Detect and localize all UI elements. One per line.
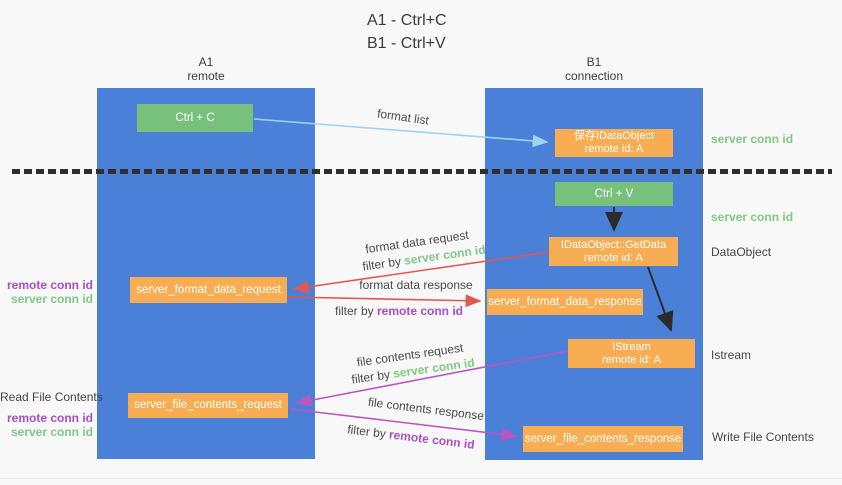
label-remote-conn-id-left-1: remote conn id <box>6 278 93 292</box>
bottom-edge-line <box>0 478 842 479</box>
node-idataobject-getdata-line1: IDataObject::GetData <box>560 238 667 251</box>
node-save-idataobject-line1: 保存IDataObject <box>573 130 655 142</box>
node-server-format-data-request: server_format_data_request <box>130 277 287 303</box>
node-ctrl-c: Ctrl + C <box>137 104 253 132</box>
label-read-file-contents: Read File Contents <box>0 390 103 404</box>
node-save-idataobject: 保存IDataObject remote id: A <box>555 129 673 157</box>
label-file-contents-response: file contents response <box>367 394 485 424</box>
diagram-title: A1 - Ctrl+C B1 - Ctrl+V <box>367 9 447 55</box>
lane-a1-name: A1 <box>198 55 214 69</box>
label-dataobject: DataObject <box>711 245 772 259</box>
lane-a1-role: remote <box>187 69 225 83</box>
label-server-conn-id-right-2: server conn id <box>711 210 794 224</box>
node-server-format-data-response: server_format_data_response <box>487 289 643 315</box>
node-ctrl-v-label: Ctrl + V <box>594 187 634 200</box>
node-server-file-contents-request-label: server_file_contents_request <box>134 399 282 411</box>
lane-header-b1: B1 connection <box>485 55 703 83</box>
node-ctrl-c-label: Ctrl + C <box>175 111 215 124</box>
node-idataobject-getdata: IDataObject::GetData remote id: A <box>549 237 678 266</box>
lane-b1-role: connection <box>564 69 624 83</box>
node-server-format-data-response-label: server_format_data_response <box>488 295 642 308</box>
node-istream-line2: remote id: A <box>602 353 661 366</box>
filter-by-text: filter by <box>346 422 391 442</box>
node-ctrl-v: Ctrl + V <box>555 182 673 206</box>
node-save-idataobject-line2: remote id: A <box>584 143 644 155</box>
node-idataobject-getdata-line2: remote id: A <box>584 251 643 264</box>
lane-header-a1: A1 remote <box>97 55 315 83</box>
label-format-data-response: format data response <box>359 278 473 292</box>
label-server-conn-id-left-2: server conn id <box>10 425 93 439</box>
title-line-2: B1 - Ctrl+V <box>367 35 446 52</box>
label-format-list: format list <box>376 106 430 128</box>
title-line-1: A1 - Ctrl+C <box>367 12 447 29</box>
node-server-file-contents-response: server_file_contents_response <box>523 426 683 452</box>
filter-by-text: filter by <box>334 304 377 318</box>
node-server-file-contents-request: server_file_contents_request <box>128 393 288 418</box>
remote-conn-id-text: remote conn id <box>377 304 464 318</box>
filter-by-text: filter by <box>361 253 406 274</box>
label-istream: Istream <box>711 348 752 362</box>
format-data-response-arrow <box>287 294 482 308</box>
label-write-file-contents: Write File Contents <box>712 430 814 444</box>
node-istream: IStream remote id: A <box>568 339 695 368</box>
remote-conn-id-text: remote conn id <box>388 427 476 452</box>
label-filter-by-remote-conn-id-2: filter by remote conn id <box>347 422 476 451</box>
node-server-file-contents-response-label: server_file_contents_response <box>524 432 682 445</box>
label-remote-conn-id-left-2: remote conn id <box>6 411 93 425</box>
lane-b1-name: B1 <box>586 55 602 69</box>
node-server-format-data-request-label: server_format_data_request <box>136 283 281 296</box>
label-server-conn-id-right-1: server conn id <box>711 132 794 146</box>
filter-by-text: filter by <box>350 366 395 387</box>
label-server-conn-id-left-1: server conn id <box>10 292 93 306</box>
node-istream-line1: IStream <box>612 340 651 353</box>
phase-separator-dashed-line <box>12 169 832 174</box>
label-filter-by-remote-conn-id-1: filter by remote conn id <box>335 304 463 318</box>
